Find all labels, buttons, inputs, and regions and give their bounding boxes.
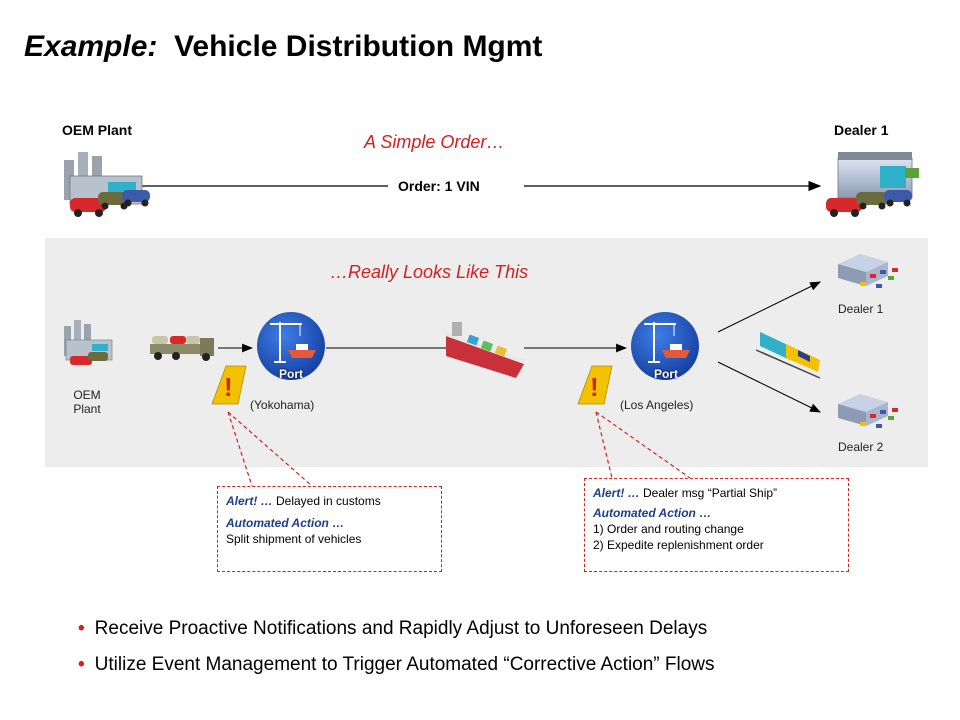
bullet-text-2: Utilize Event Management to Trigger Auto… bbox=[94, 654, 715, 675]
title-rest: Vehicle Distribution Mgmt bbox=[174, 30, 543, 63]
panel-dealer2-icon bbox=[838, 394, 898, 428]
callout-left-action-heading: Automated Action … bbox=[226, 516, 345, 530]
port2-city: (Los Angeles) bbox=[620, 398, 694, 412]
top-dealer-label: Dealer 1 bbox=[834, 122, 889, 138]
port2-to-dealer1-arrow bbox=[717, 281, 821, 333]
callout-right-alert: Alert! … Dealer msg “Partial Ship” bbox=[593, 485, 840, 501]
panel-dealer2-label: Dealer 2 bbox=[838, 440, 884, 454]
panel-oem-label: OEM Plant bbox=[68, 388, 106, 416]
port1-city: (Yokohama) bbox=[250, 398, 315, 412]
order-label-bg bbox=[388, 176, 524, 196]
panel-oem-label-line1: OEM bbox=[73, 388, 101, 402]
callout-right-alert-text: Dealer msg “Partial Ship” bbox=[639, 486, 778, 500]
callout-left-pointer bbox=[227, 411, 313, 487]
callout-left-alert: Alert! … Delayed in customs bbox=[226, 493, 433, 509]
train-icon bbox=[755, 332, 821, 379]
top-oem-cars-icon bbox=[70, 190, 150, 217]
bullet-dot-icon: • bbox=[78, 618, 85, 639]
port2-tag: Port bbox=[654, 367, 678, 381]
page-title: Example: Vehicle Distribution Mgmt bbox=[24, 30, 542, 64]
callout-right-pointer bbox=[595, 411, 691, 479]
panel-dealer1-icon bbox=[838, 254, 898, 288]
cargo-ship-icon bbox=[446, 322, 524, 378]
bullet-item-2: • Utilize Event Management to Trigger Aut… bbox=[78, 654, 715, 676]
callout-right-action-line1: 1) Order and routing change bbox=[593, 522, 744, 536]
car-carrier-truck-icon bbox=[150, 336, 214, 361]
order-label: Order: 1 VIN bbox=[398, 178, 480, 194]
callout-left-alert-text: Delayed in customs bbox=[272, 494, 381, 508]
port1-tag: Port bbox=[279, 367, 303, 381]
callout-right-action-heading: Automated Action … bbox=[593, 506, 712, 520]
alert-exclamation-icon-right: ! bbox=[577, 365, 613, 405]
really-looks-tagline: …Really Looks Like This bbox=[330, 262, 529, 282]
callout-right-alert-prefix: Alert! … bbox=[593, 486, 640, 500]
panel-oem-label-line2: Plant bbox=[73, 402, 101, 416]
svg-text:!: ! bbox=[224, 372, 233, 402]
port-yokohama-icon bbox=[257, 312, 325, 380]
port2-to-dealer2-arrow bbox=[717, 361, 821, 413]
svg-text:!: ! bbox=[590, 372, 599, 402]
panel-dealer1-label: Dealer 1 bbox=[838, 302, 884, 316]
bullet-dot-icon: • bbox=[78, 654, 85, 675]
title-prefix: Example: bbox=[24, 30, 158, 63]
top-oem-label: OEM Plant bbox=[62, 122, 133, 138]
panel-factory-icon bbox=[64, 320, 113, 365]
bullet-text-1: Receive Proactive Notifications and Rapi… bbox=[94, 618, 708, 639]
callout-right-action-line2: 2) Expedite replenishment order bbox=[593, 538, 764, 552]
callout-left-alert-prefix: Alert! … bbox=[226, 494, 273, 508]
alert-exclamation-icon-left: ! bbox=[211, 365, 247, 405]
callout-left: Alert! … Delayed in customs Automated Ac… bbox=[217, 486, 442, 572]
callout-left-action-text: Split shipment of vehicles bbox=[226, 532, 362, 546]
simple-order-tagline: A Simple Order… bbox=[364, 132, 505, 152]
bullet-item-1: • Receive Proactive Notifications and Rap… bbox=[78, 618, 707, 640]
port-los-angeles-icon bbox=[631, 312, 699, 380]
callout-right: Alert! … Dealer msg “Partial Ship” Autom… bbox=[584, 478, 849, 572]
top-dealer-cars-icon bbox=[826, 190, 912, 217]
